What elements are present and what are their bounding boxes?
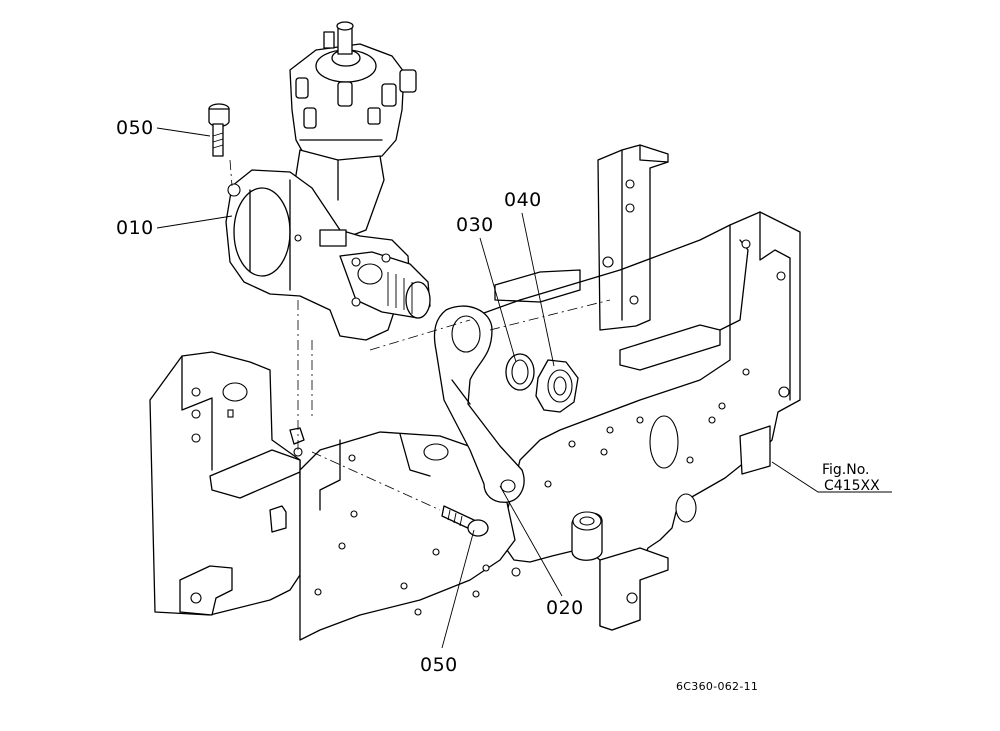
fig-ref-number: C415XX [824,478,880,494]
front-center-plate [289,427,521,641]
left-side-plate [149,351,301,616]
washer [505,353,535,391]
callout-010: 010 [116,217,154,239]
callout-050-lower: 050 [420,654,458,676]
leader-lines [156,127,892,649]
callout-labels: 050 010 030 040 020 050 Fig.No. C415XX 6… [116,117,880,693]
rear-frame [469,144,801,631]
fig-ref-label: Fig.No. [822,462,870,478]
callout-020: 020 [546,597,584,619]
drawing-number: 6C360-062-11 [676,680,758,693]
nut [535,359,579,413]
assembly-centerlines [229,159,611,511]
pitman-arm [433,305,525,503]
steering-gear-box [225,21,431,341]
callout-050-upper: 050 [116,117,154,139]
bolt-upper [208,103,230,157]
callout-040: 040 [504,189,542,211]
callout-030: 030 [456,214,494,236]
